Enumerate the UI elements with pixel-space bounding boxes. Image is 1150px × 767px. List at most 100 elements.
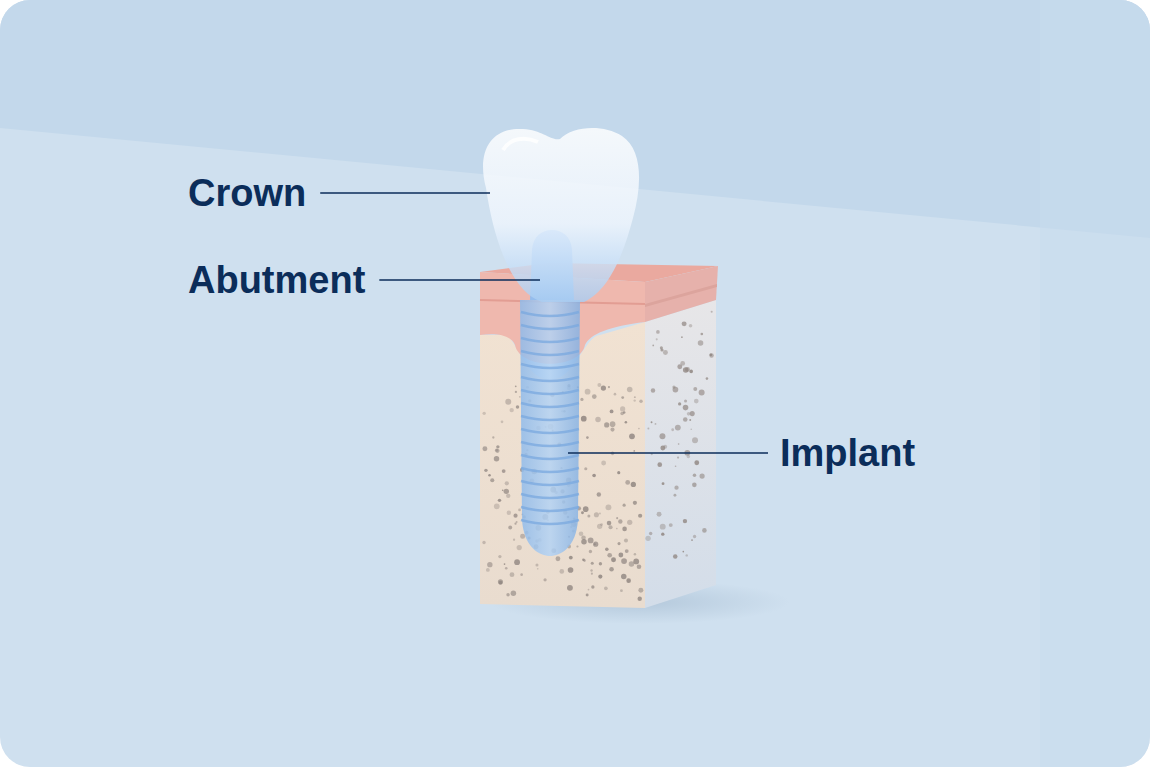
gum-side [645, 266, 718, 322]
part-label: Abutment [188, 257, 365, 303]
speckle [700, 473, 705, 478]
speckle [597, 383, 601, 387]
speckle [483, 412, 486, 415]
speckle [505, 567, 508, 570]
thread [521, 455, 579, 459]
speckle [625, 480, 630, 485]
speckle [498, 579, 503, 584]
speckle [511, 591, 516, 596]
edge-shade [1040, 0, 1150, 767]
speckle [507, 511, 511, 515]
gum-layer-side [645, 284, 717, 307]
speckle [591, 562, 594, 565]
speckle [657, 512, 662, 517]
speckle [505, 399, 511, 405]
bone-speckles [482, 311, 713, 601]
speckle [709, 353, 713, 357]
speckle [513, 539, 515, 541]
speckle [626, 578, 631, 583]
speckle [515, 385, 517, 387]
speckle [535, 563, 538, 566]
speckle [543, 578, 546, 581]
speckle [484, 469, 487, 472]
speckle [482, 446, 487, 451]
speckle [633, 501, 637, 505]
thread [521, 312, 579, 316]
speckle [608, 386, 610, 388]
speckle [581, 535, 586, 540]
speckle [657, 462, 662, 467]
speckle [618, 519, 622, 523]
speckle [519, 396, 521, 398]
speckle [702, 528, 707, 533]
speckle [605, 547, 609, 551]
speckle [694, 460, 699, 465]
thread [521, 377, 579, 381]
speckle [645, 536, 650, 541]
thread [521, 442, 579, 446]
speckle [597, 524, 602, 529]
speckle [690, 428, 692, 430]
speckle [674, 494, 677, 497]
leader-line [379, 279, 540, 281]
speckle [686, 554, 688, 556]
speckle [537, 568, 539, 570]
speckle [700, 333, 703, 336]
speckle [671, 428, 674, 431]
speckle [593, 542, 598, 547]
speckle [618, 542, 621, 545]
thread [521, 481, 579, 485]
speckle [689, 324, 693, 328]
speckle [711, 311, 713, 313]
speckle [591, 573, 593, 575]
speckle [698, 340, 704, 346]
speckle [513, 514, 517, 518]
speckle [683, 367, 689, 373]
thread [521, 416, 579, 420]
bone-side [645, 300, 716, 608]
speckle [499, 581, 503, 585]
speckle [621, 574, 626, 579]
speckle [652, 345, 654, 347]
speckle [662, 482, 665, 485]
speckle [692, 483, 697, 488]
speckle [610, 428, 614, 432]
speckle [693, 535, 696, 538]
speckle [580, 398, 583, 401]
speckle [627, 387, 633, 393]
speckle [678, 402, 681, 405]
speckle [610, 409, 614, 413]
speckle [649, 532, 652, 535]
speckle [637, 565, 642, 570]
speckle [682, 551, 684, 553]
speckle [604, 422, 609, 427]
thread [521, 390, 579, 394]
thread [521, 325, 579, 329]
speckle [616, 517, 618, 519]
speckle [506, 494, 510, 498]
thread [521, 403, 579, 407]
speckle [514, 559, 520, 565]
speckle [681, 336, 683, 338]
speckle [594, 512, 599, 517]
speckle [502, 489, 504, 491]
speckle [623, 411, 626, 414]
speckle [634, 553, 637, 556]
speckle [683, 519, 687, 523]
thread [521, 494, 579, 498]
speckle [633, 399, 635, 401]
speckle [592, 474, 596, 478]
speckle [625, 549, 629, 553]
speckle [586, 436, 589, 439]
speckle [631, 482, 636, 487]
speckle [516, 521, 518, 523]
speckle [590, 569, 592, 571]
speckle [656, 338, 658, 340]
speckle [607, 521, 612, 526]
speckle [618, 553, 623, 558]
speckle [591, 585, 594, 588]
